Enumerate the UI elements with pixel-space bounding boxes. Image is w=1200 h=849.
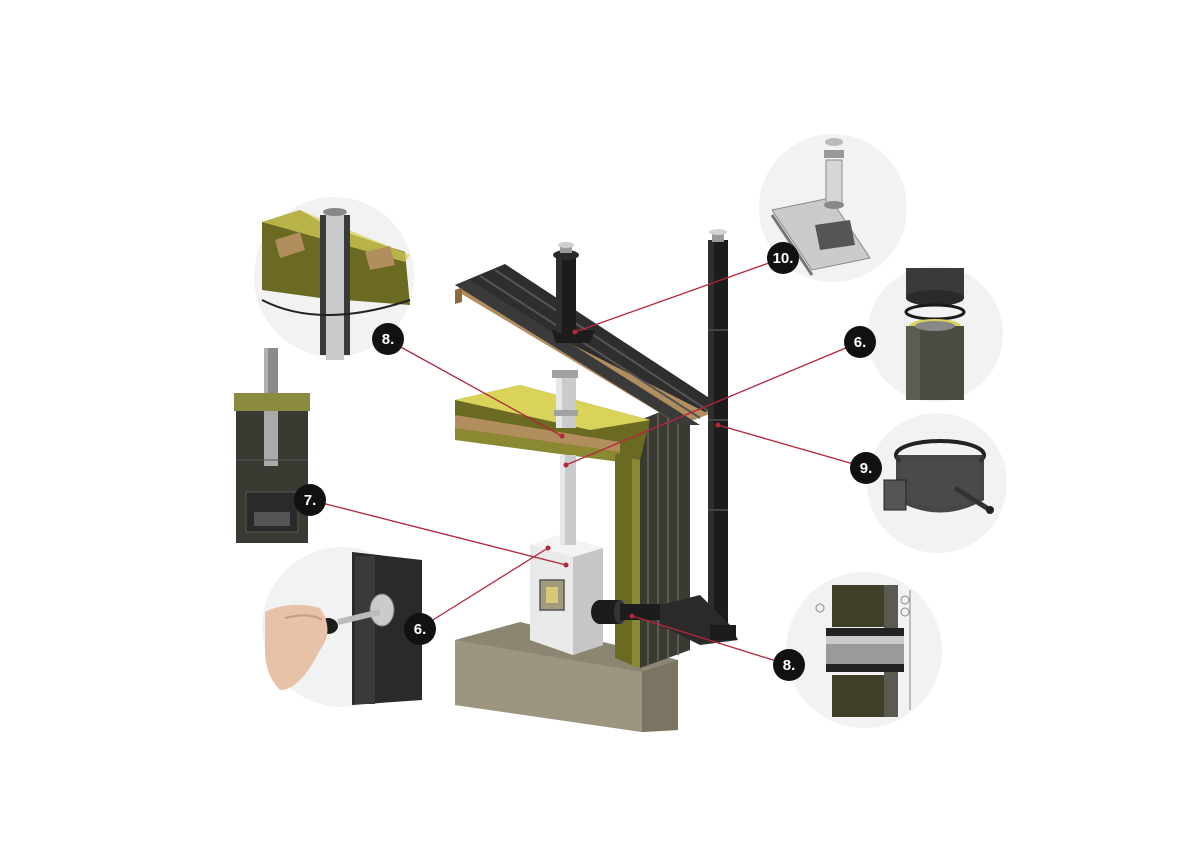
ceiling-passage-inset [254,197,414,360]
leader-lines [309,257,865,666]
wall-passage-icon [815,585,911,717]
callout-badge-pipe-joint[interactable]: 6. [844,326,876,358]
callout-badge-wall-bracket[interactable]: 9. [850,452,882,484]
callout-label: 7. [304,492,317,509]
callout-label: 6. [854,334,867,351]
callout-badge-ceiling-passage[interactable]: 8. [372,323,404,355]
flue-damper-inset [262,547,422,707]
roof-chimney [552,242,595,343]
roof-flashing-icon [770,138,871,276]
callout-label: 10. [773,250,794,267]
pipe-joint-icon [904,268,966,400]
inner-flue-pipe [552,370,578,545]
wall-clamp-icon [883,439,994,514]
external-chimney [620,229,738,645]
wall-passage-inset [786,572,942,728]
roof-flashing-inset [759,134,907,282]
house-section [455,229,738,732]
pipe-joint-inset [867,266,1003,402]
callout-label: 6. [414,621,427,638]
callout-label: 9. [860,460,873,477]
callout-label: 8. [783,657,796,674]
callout-badge-sauna-stove[interactable]: 7. [294,484,326,516]
wall-clamp-inset [867,413,1007,553]
sauna-stove-inset [234,348,310,543]
leader-dots [545,329,721,619]
damper-handle-icon [265,552,422,705]
callout-badge-roof-flashing[interactable]: 10. [767,242,799,274]
ceiling-passage-icon [261,208,411,360]
callout-badge-flue-damper[interactable]: 6. [404,613,436,645]
callout-badge-wall-passage[interactable]: 8. [773,649,805,681]
callout-label: 8. [382,331,395,348]
sauna-stove-icon [234,348,310,543]
sauna-stove-body [530,535,626,655]
